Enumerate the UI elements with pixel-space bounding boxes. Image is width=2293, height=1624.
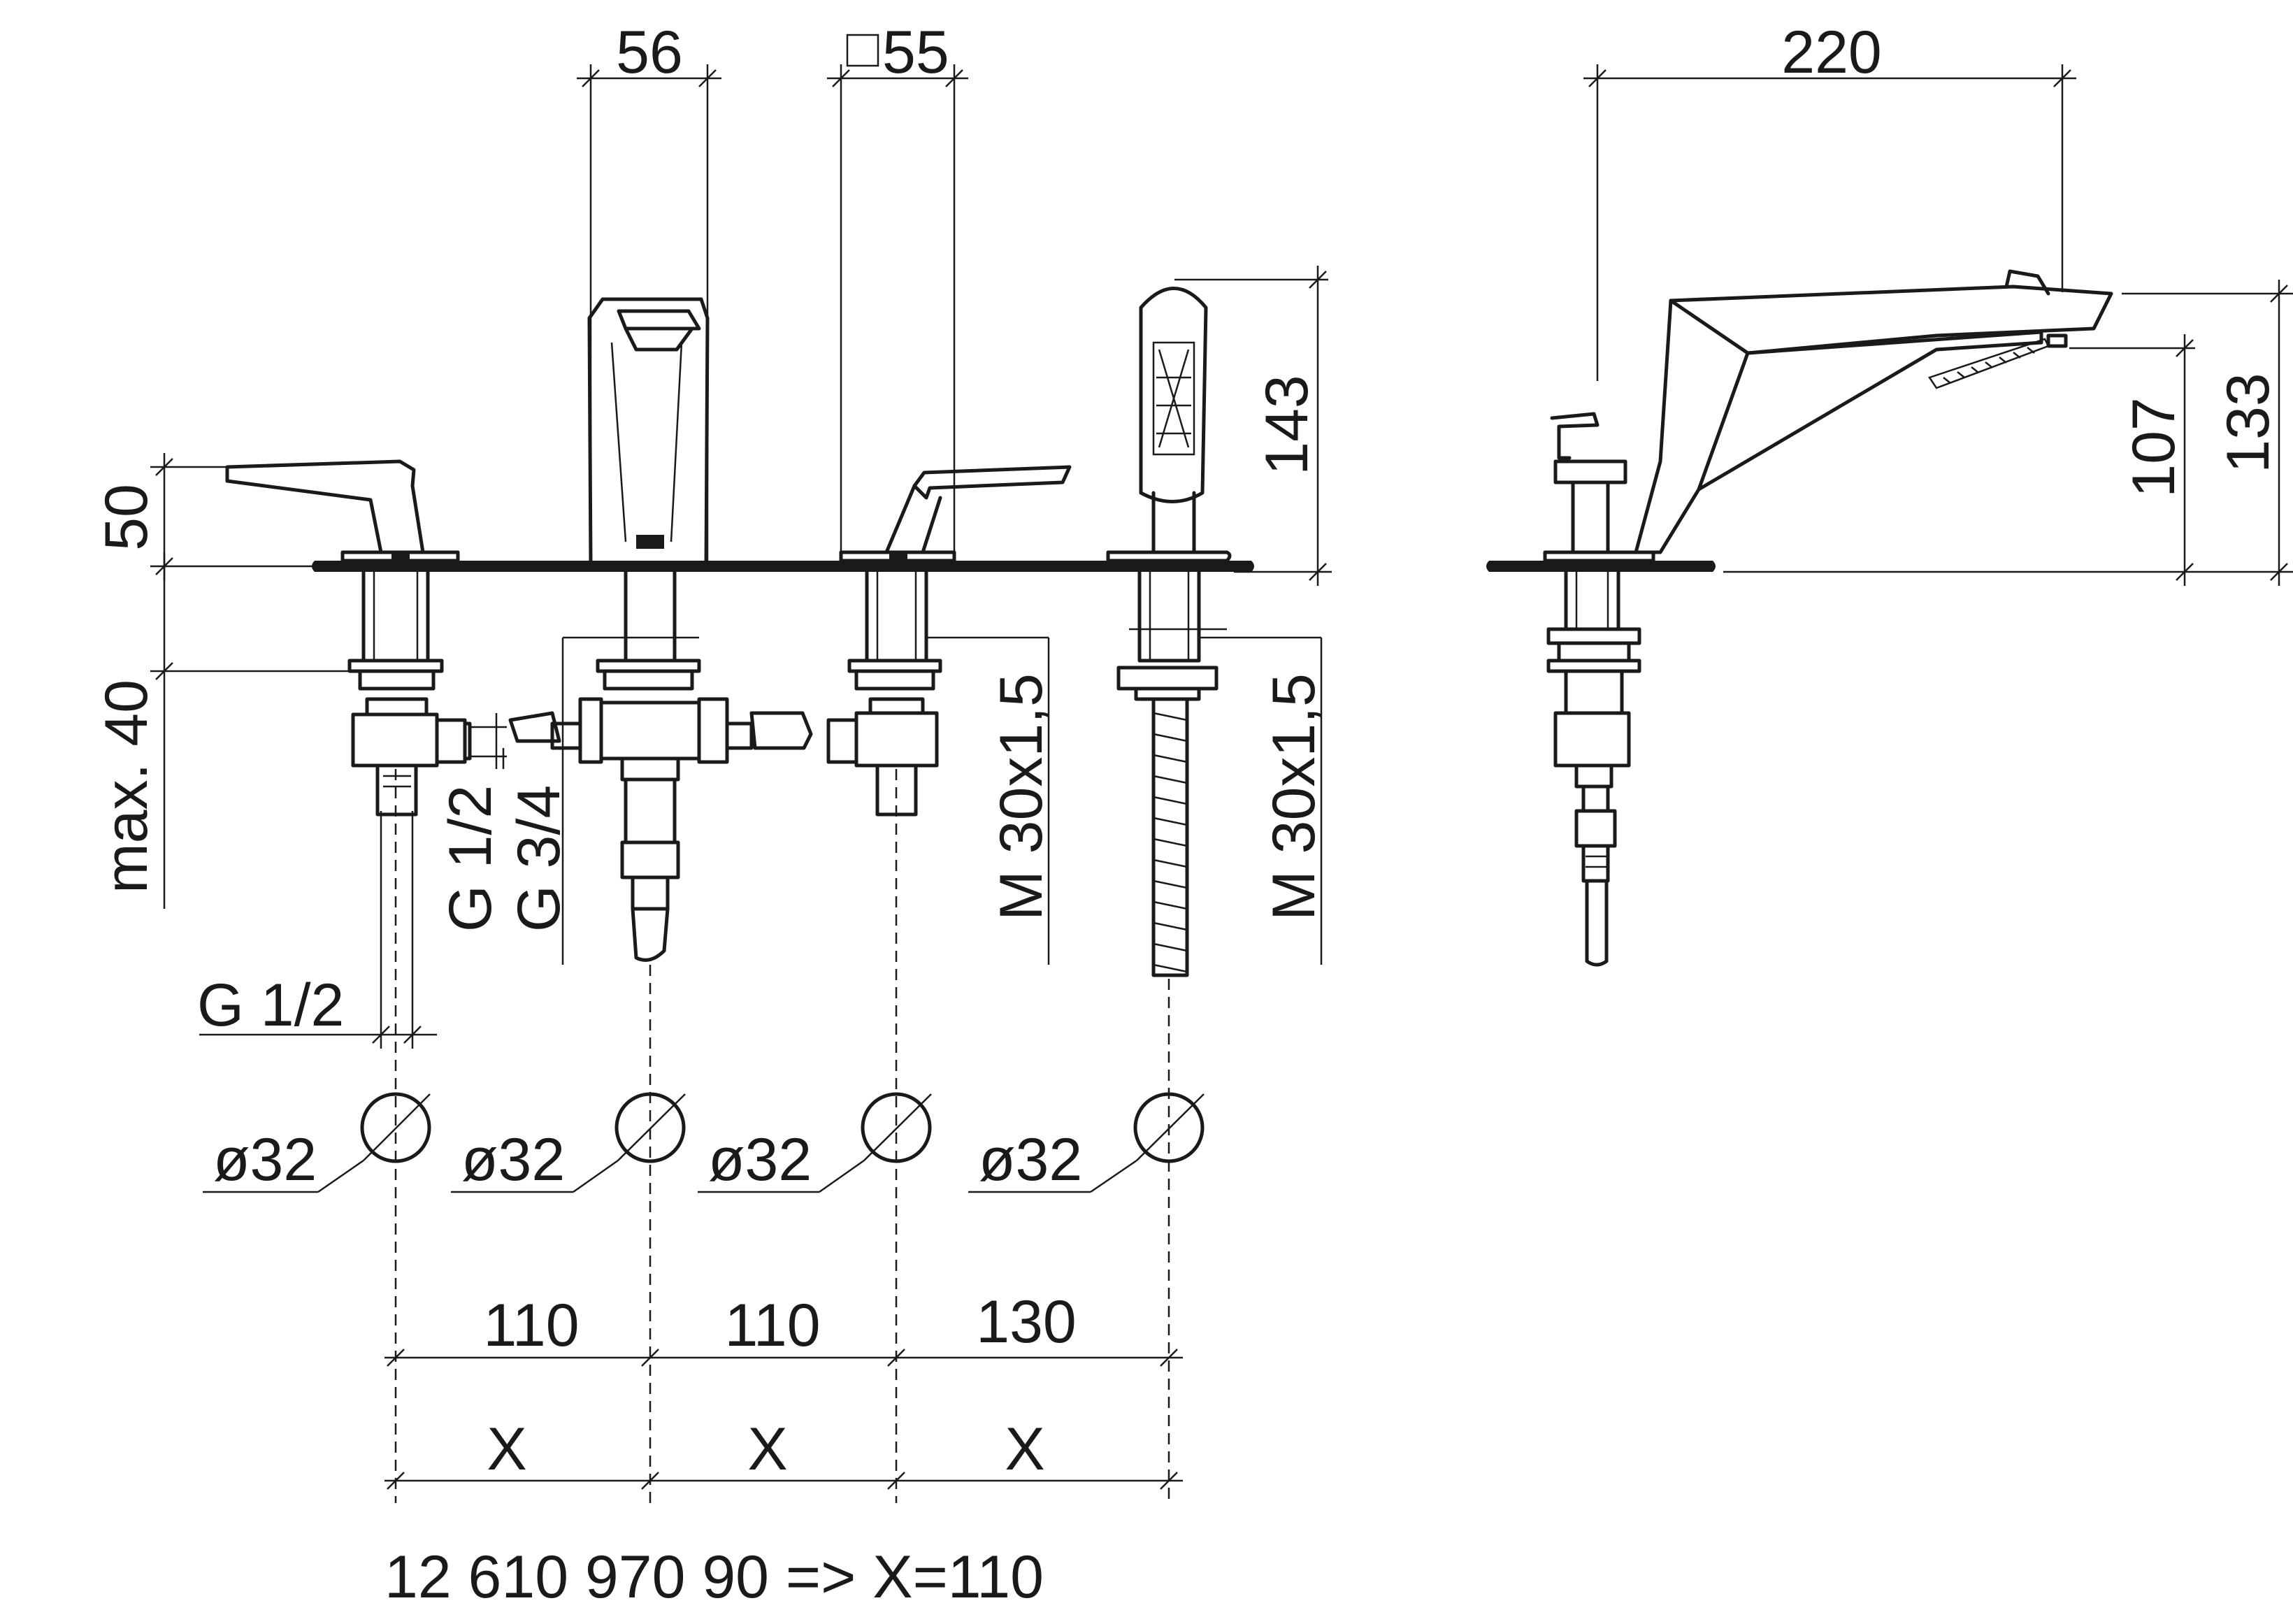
dim-handle-height: 50 [93, 484, 160, 551]
thread-side-2: G 3/4 [505, 785, 573, 932]
hole-diameter-4: ø32 [979, 1126, 1082, 1193]
left-handle [225, 459, 460, 563]
underdeck-center [508, 570, 813, 962]
dim-handshower-height: 143 [1253, 375, 1321, 475]
side-dimension-lines [1583, 64, 2293, 586]
dim-spout-width: 56 [616, 19, 683, 86]
thread-side-1: G 1/2 [437, 785, 504, 932]
dim-square-size: 55 [882, 19, 949, 86]
underdeck-shower [1116, 570, 1219, 977]
right-handle [839, 465, 1072, 563]
spacing-x-3: X [1005, 1416, 1044, 1483]
dim-side-height-outer: 133 [2215, 373, 2282, 473]
side-spout [1543, 269, 2113, 563]
dim-side-depth: 220 [1781, 19, 1882, 86]
side-underdeck [1546, 570, 1641, 967]
spacing-x-1: X [487, 1416, 526, 1483]
dimension-lines [150, 64, 1332, 1490]
hand-shower [1106, 287, 1232, 563]
labels: 56 55 220 50 max. 40 143 107 133 G 1/2 G… [93, 19, 2282, 1611]
spacing-x-2: X [747, 1416, 787, 1483]
front-view [150, 64, 1332, 1503]
centerlines [394, 769, 1170, 1503]
side-view [1486, 64, 2293, 967]
hole-diameter-3: ø32 [708, 1126, 812, 1193]
underdeck-right [826, 570, 942, 817]
square-symbol [846, 34, 879, 67]
hole-circles [203, 1092, 1205, 1193]
spacing-1: 110 [483, 1292, 579, 1359]
side-deck-plate [1486, 561, 1716, 572]
spacing-2: 110 [724, 1292, 820, 1359]
deck-plate [312, 561, 1254, 572]
hole-diameter-1: ø32 [213, 1126, 317, 1193]
spacing-3: 130 [976, 1288, 1077, 1356]
thread-m2: M 30x1,5 [1260, 673, 1328, 921]
dim-side-height-inner: 107 [2120, 397, 2187, 498]
dim-deck-thickness: max. 40 [93, 680, 160, 893]
footnote: 12 610 970 90 => X=110 [384, 1544, 1044, 1611]
hole-diameter-2: ø32 [461, 1126, 565, 1193]
thread-inlet: G 1/2 [197, 972, 344, 1039]
center-spout [587, 297, 710, 568]
underdeck-left [347, 570, 472, 817]
thread-m1: M 30x1,5 [988, 673, 1055, 921]
